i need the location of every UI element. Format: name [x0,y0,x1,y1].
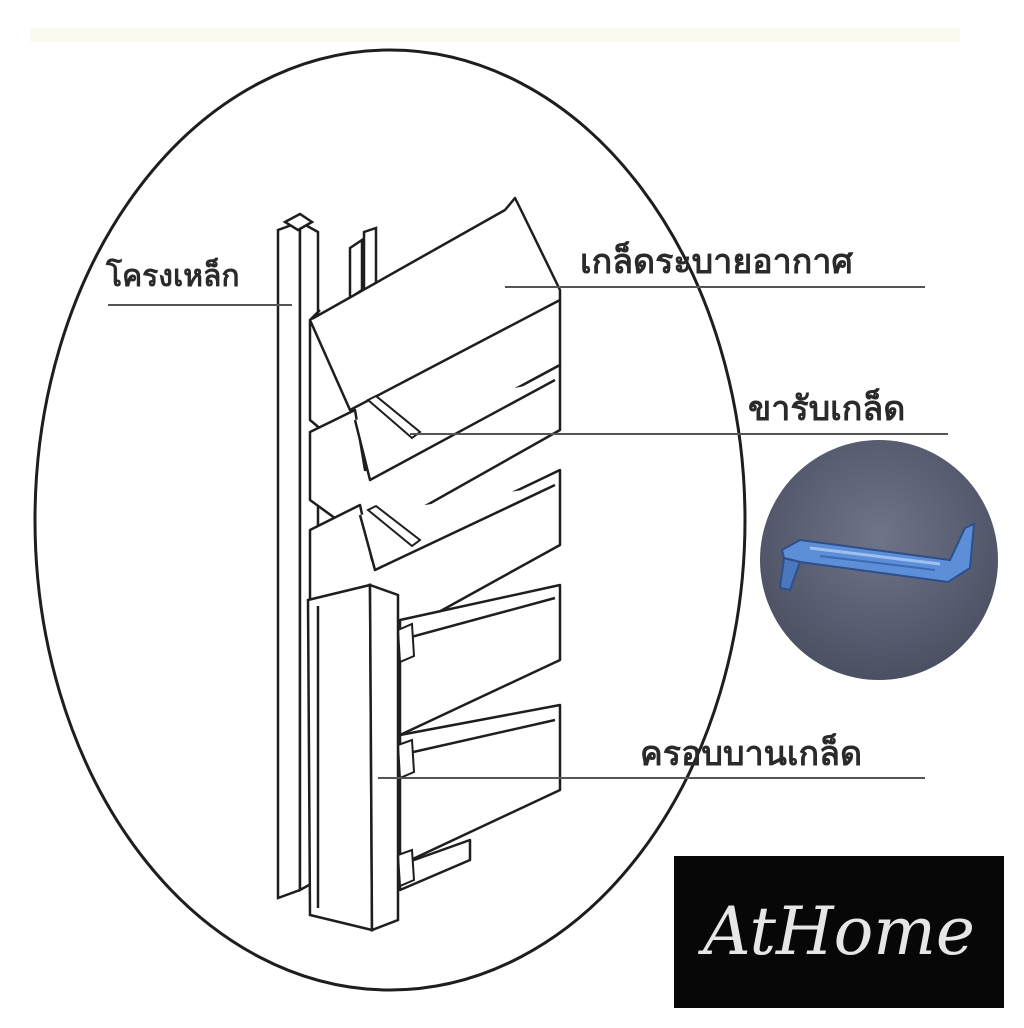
leader-lines [108,286,948,779]
bracket-highlight [809,546,941,566]
louver-brackets [366,394,422,888]
detail-ellipse [33,48,747,992]
brand-logo-text: AtHome [703,893,975,970]
top-band [30,28,960,42]
bracket-photo [760,440,998,680]
label-louver-cover: ครอบบานเกล็ด [640,734,863,774]
metal-bracket-shape [780,522,976,584]
label-steel-frame: โครงเหล็ก [106,259,240,294]
bracket-end-tab [778,556,802,592]
bracket-photo-drawing [778,522,976,592]
label-louver-blade: เกล็ดระบายอากาศ [580,242,854,282]
louver-cover-channel [306,583,400,932]
brand-logo: AtHome [674,856,1004,1008]
bracket-groove [819,555,936,571]
label-louver-support: ขารับเกล็ด [748,389,906,429]
